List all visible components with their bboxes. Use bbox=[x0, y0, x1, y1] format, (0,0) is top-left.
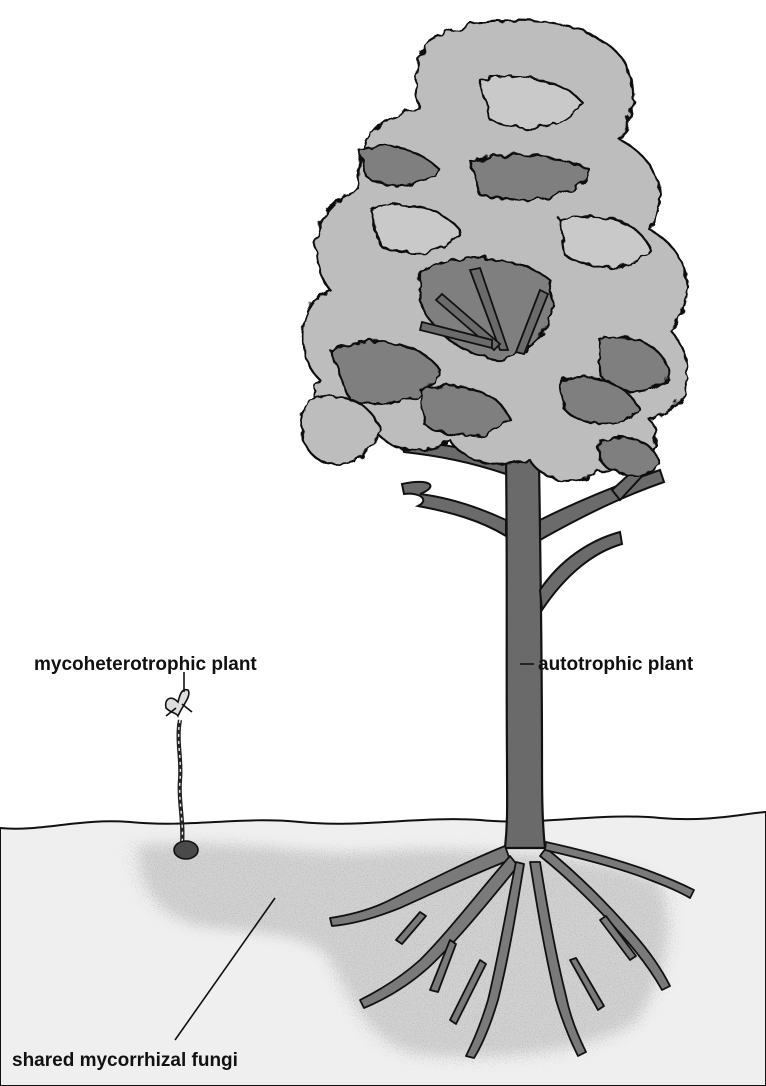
tree-crown bbox=[301, 20, 687, 481]
shared-mycorrhizal-fungi-label: shared mycorrhizal fungi bbox=[12, 1050, 238, 1072]
mycoheterotrophic-plant-label: mycoheterotrophic plant bbox=[34, 654, 257, 676]
autotrophic-plant-label: autotrophic plant bbox=[538, 654, 693, 676]
